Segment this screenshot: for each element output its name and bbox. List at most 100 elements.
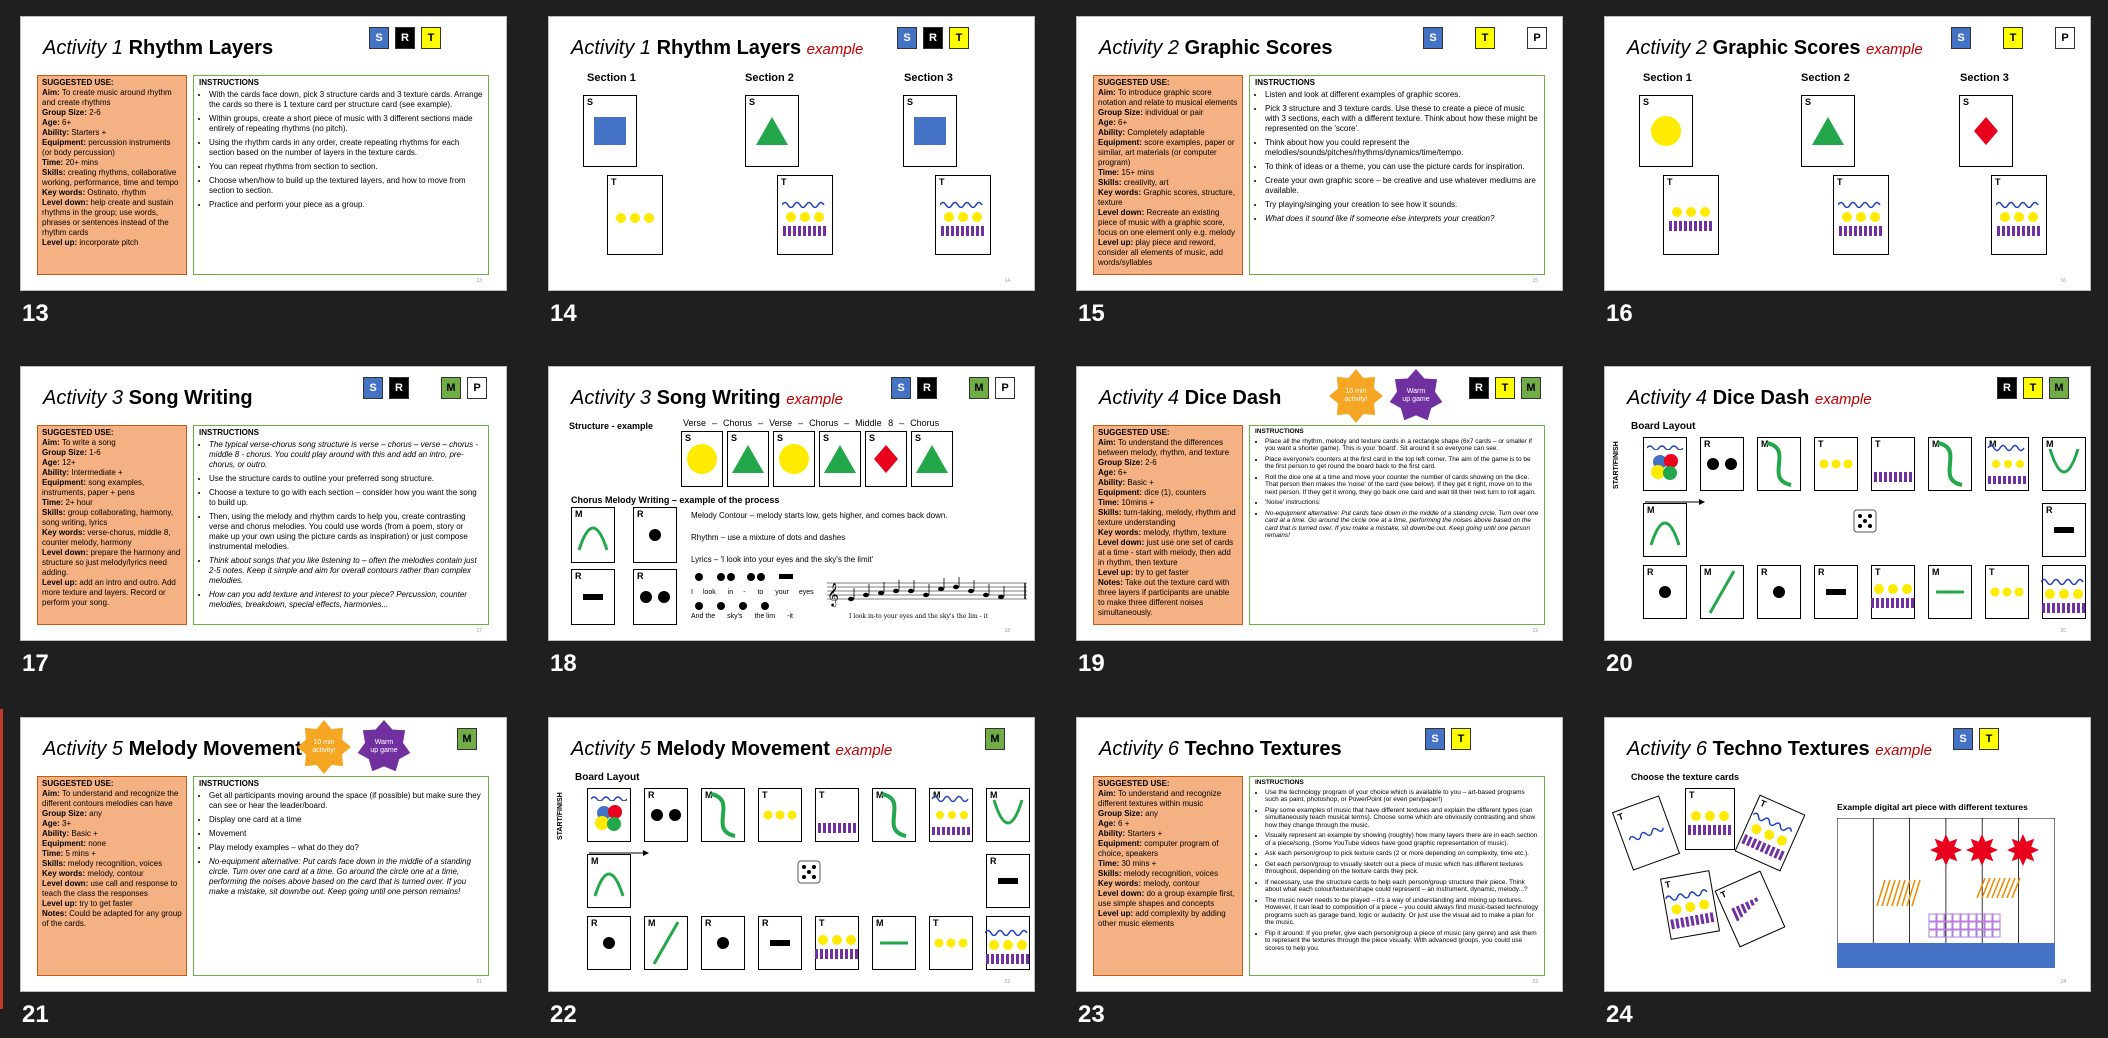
suggested-row: Aim: To understand and recognize the dif… <box>42 789 182 809</box>
instructions-box: INSTRUCTIONSThe typical verse-chorus son… <box>193 425 489 625</box>
instruction-item: With the cards face down, pick 3 structu… <box>209 90 483 110</box>
suggested-key: Key words: <box>1098 528 1142 537</box>
suggested-key: Ability: <box>42 128 70 137</box>
page-number: 18 <box>1004 628 1010 634</box>
section-label: Section 1 <box>1643 72 1692 84</box>
card-graphic <box>820 432 860 486</box>
suggested-row: SUGGESTED USE: <box>42 78 182 88</box>
suggested-row: Level up: add complexity by adding other… <box>1098 909 1238 929</box>
suggested-key: Equipment: <box>1098 488 1142 497</box>
card-graphic <box>759 917 801 969</box>
card-graphic <box>1716 872 1784 946</box>
badge-m: M <box>969 377 989 399</box>
card-letter: T <box>1667 177 1673 187</box>
card-graphic <box>1644 438 1686 490</box>
example-label: example <box>806 41 864 58</box>
structure-word: Chorus <box>809 418 839 428</box>
section-label: Section 1 <box>587 72 636 84</box>
card-graphic <box>682 432 722 486</box>
board-card <box>587 788 631 842</box>
instruction-item: Get each person/group to visually sketch… <box>1265 861 1539 876</box>
suggested-row: Level up: play piece and reword, conside… <box>1098 238 1238 268</box>
instructions-heading: INSTRUCTIONS <box>199 78 259 87</box>
suggested-value: computer program of choice, speakers <box>1098 839 1219 858</box>
suggested-value: melody, contour <box>87 869 144 878</box>
card-letter: T <box>1875 567 1881 577</box>
suggested-row: Key words: Ostinato, rhythm <box>42 188 182 198</box>
suggested-key: Skills: <box>42 859 66 868</box>
card-graphic <box>1701 438 1743 490</box>
card-graphic <box>588 855 630 907</box>
card-graphic <box>1644 566 1686 618</box>
suggested-row: Key words: melody, rhythm, texture <box>1098 528 1238 538</box>
texture-card: T <box>935 175 991 255</box>
structure-word: – <box>712 418 718 428</box>
card-letter: M <box>1932 567 1940 577</box>
card-letter: S <box>587 97 594 107</box>
section-label: Section 3 <box>904 72 953 84</box>
badge-m: M <box>457 728 477 750</box>
suggested-key: Time: <box>42 498 64 507</box>
board-card: R <box>758 916 802 970</box>
activity-number: Activity 5 <box>43 738 124 760</box>
suggested-value: 30 mins + <box>1121 859 1157 868</box>
suggested-key: SUGGESTED USE: <box>1098 428 1170 437</box>
board-card: T <box>1814 437 1858 491</box>
card-letter: T <box>819 790 825 800</box>
suggested-row: Equipment: score examples, paper or simi… <box>1098 138 1238 168</box>
suggested-key: Key words: <box>42 869 86 878</box>
suggested-value: none <box>88 839 107 848</box>
card-graphic <box>1758 566 1800 618</box>
structure-word: – <box>899 418 905 428</box>
card-graphic <box>816 789 858 841</box>
card-graphic <box>1815 438 1857 490</box>
suggested-value: group collaborating, harmony, song writi… <box>42 508 174 527</box>
activity-name: Rhythm Layers <box>128 37 274 59</box>
card-letter: R <box>591 918 598 928</box>
card-letter: S <box>915 433 922 443</box>
card-letter: M <box>876 918 884 928</box>
board-layout-label: Board Layout <box>575 772 640 783</box>
texture-card: T <box>777 175 833 255</box>
structure-word: Verse <box>769 418 793 428</box>
rhythm-card: R <box>633 507 677 563</box>
board-card: M <box>1928 565 1972 619</box>
card-graphic <box>702 789 744 841</box>
suggested-key: Equipment: <box>42 839 86 848</box>
suggested-key: Ability: <box>1098 829 1126 838</box>
activity-name: Melody Movement <box>656 738 830 760</box>
suggested-value: To understand the differences between me… <box>1098 438 1230 457</box>
instruction-item: What does it sound like if someone else … <box>1265 214 1539 224</box>
suggested-key: Group Size: <box>1098 108 1143 117</box>
card-graphic <box>702 917 744 969</box>
card-letter: T <box>781 177 787 187</box>
instructions-heading: INSTRUCTIONS <box>199 428 259 437</box>
suggested-row: Equipment: percussion instruments (or bo… <box>42 138 182 158</box>
